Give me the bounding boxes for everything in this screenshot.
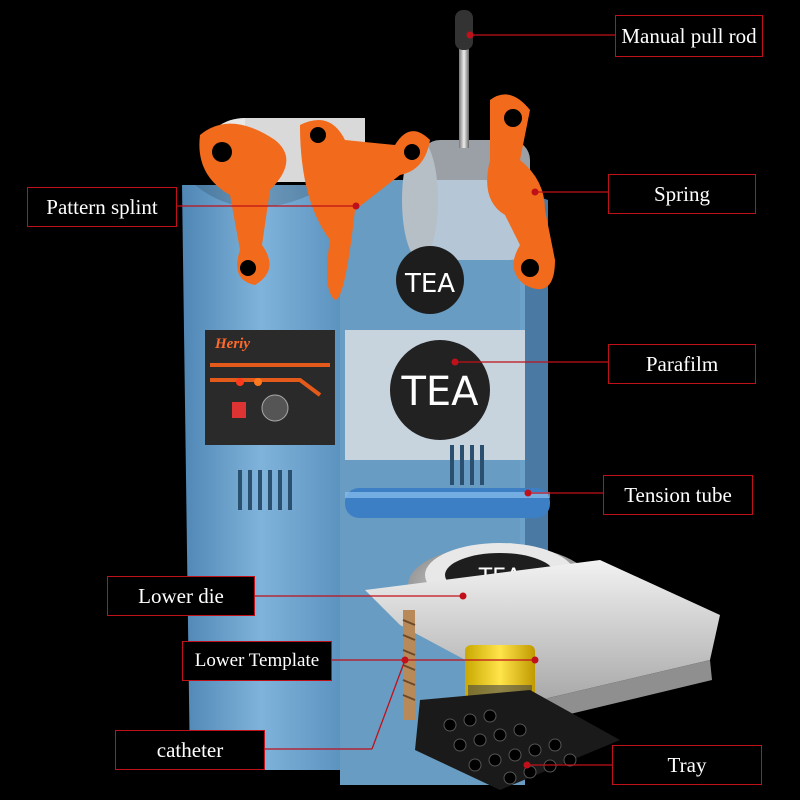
brand-logo: Heriy — [214, 336, 250, 352]
label-tray: Tray — [612, 745, 762, 785]
leader-lines — [177, 31, 615, 769]
vent-grille — [238, 470, 292, 510]
label-parafilm: Parafilm — [608, 344, 756, 384]
parafilm-print — [390, 340, 490, 440]
label-pattern-splint: Pattern splint — [27, 187, 177, 227]
lower-template — [365, 560, 720, 700]
label-manual-pull-rod: Manual pull rod — [615, 15, 763, 57]
power-switch — [232, 402, 246, 418]
label-spring: Spring — [608, 174, 756, 214]
film-print-disc — [396, 246, 464, 314]
control-panel — [205, 330, 335, 445]
manual-pull-rod — [459, 38, 469, 148]
spring-bracket — [487, 94, 555, 290]
label-lower-die: Lower die — [107, 576, 255, 616]
label-catheter: catheter — [115, 730, 265, 770]
catheter-screw — [403, 610, 415, 720]
film-print-text: TEA — [404, 269, 455, 299]
svg-text:TEA: TEA — [400, 369, 479, 415]
pull-rod-knob — [455, 10, 473, 50]
pattern-splint-center — [300, 120, 430, 300]
temperature-knob — [261, 394, 289, 422]
pattern-splint-left — [199, 123, 287, 286]
label-tension-tube: Tension tube — [603, 475, 753, 515]
label-lower-template: Lower Template — [182, 641, 332, 681]
